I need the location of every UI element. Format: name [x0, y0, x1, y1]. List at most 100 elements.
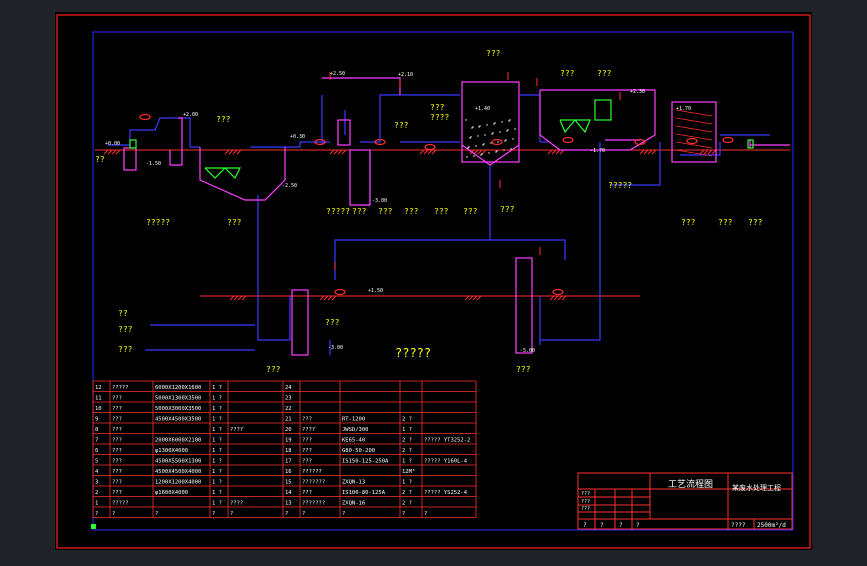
elevation-mark: -1.50: [146, 161, 161, 167]
table-cell-no2: 15: [285, 480, 292, 486]
valve: [491, 138, 503, 146]
table-cell-qty2: 12M³: [402, 468, 415, 475]
valve: [374, 138, 386, 146]
table-header-no2: ?: [285, 511, 288, 517]
hatch-mark: [557, 295, 563, 301]
table-cell-qty2: 2 ?: [402, 438, 412, 444]
table-cell-no: 12: [95, 385, 102, 391]
media-dot: [495, 151, 497, 153]
valve: [562, 136, 574, 144]
aeration-tank: [539, 89, 656, 151]
media-dot: [484, 134, 486, 136]
hatch-mark: [551, 149, 557, 155]
filter-line: [675, 149, 713, 157]
filter-line: [675, 133, 713, 141]
title-cell: ????: [731, 522, 746, 529]
mid-label: ????: [430, 113, 449, 122]
ucs-marker[interactable]: [91, 524, 96, 529]
table-cell-qty: 1 ?: [212, 469, 222, 475]
dosing-unit: [747, 139, 754, 149]
media-dot: [491, 133, 493, 135]
table-cell-name: ???: [112, 480, 122, 486]
hatch-mark: [699, 149, 705, 155]
table-header-qty: ?: [212, 511, 215, 517]
table-cell-no: 7: [95, 438, 98, 444]
unit-label: ???: [227, 218, 242, 227]
hatch-mark: [559, 149, 565, 155]
media-dot: [504, 140, 506, 142]
table-cell-spec2: ZXQN-16: [342, 501, 365, 507]
media-dot: [480, 154, 482, 156]
lift-pump-well: [349, 149, 371, 206]
table-cell-name: ???: [112, 417, 122, 423]
legend-label: ???: [118, 325, 133, 334]
hatch-mark: [107, 149, 113, 155]
media-dot: [473, 155, 475, 157]
primary-settling-tank: [199, 147, 286, 201]
sludge-scraper-1: [204, 167, 241, 180]
hatch-mark: [472, 295, 478, 301]
clarifier: [461, 81, 520, 163]
table-cell-spec: φ1600X4000: [155, 490, 188, 496]
outer-frame: [56, 14, 811, 549]
media-dot: [467, 147, 469, 149]
table-cell-no: 2: [95, 490, 98, 496]
table-cell-no: 1: [95, 501, 98, 507]
table-cell-qty2: 1 ?: [402, 480, 412, 486]
table-cell-note2: ????? YS252-4: [424, 490, 468, 496]
equipment: [129, 99, 754, 180]
hatch-mark: [707, 149, 713, 155]
table-cell-note2: ????? Y160L-4: [424, 459, 468, 465]
media-dot: [499, 131, 501, 133]
table-cell-no2: 23: [285, 396, 292, 402]
title-cell: ?: [619, 522, 623, 529]
media-dot: [483, 143, 485, 145]
elevation-mark: +1.70: [676, 106, 691, 112]
hatch-mark: [103, 149, 109, 155]
top-label: ???: [394, 121, 409, 130]
elevation-mark: +0.00: [105, 141, 120, 147]
hatch-mark: [464, 295, 470, 301]
table-cell-spec: 1200X1200X4000: [155, 480, 201, 486]
table-cell-name: ???: [112, 396, 122, 402]
tank-structures: [123, 77, 790, 356]
hatch-mark: [476, 295, 482, 301]
elevation-marks: +2.50 +2.30 +2.00 +1.40 +1.70 +0.00 -1.5…: [105, 71, 691, 354]
hatch-mark: [643, 149, 649, 155]
table-cell-qty: 1 ?: [212, 396, 222, 402]
media-dot: [486, 124, 488, 126]
top-label: ???: [325, 318, 340, 327]
media-dot: [478, 126, 480, 128]
screen: [129, 139, 137, 149]
table-cell-spec2: IS100-80-125A: [342, 490, 386, 496]
media-dot: [465, 119, 467, 121]
valve: [722, 136, 734, 144]
hatch-mark: [331, 295, 337, 301]
media-dot: [512, 138, 514, 140]
elevation-mark: +0.30: [290, 134, 305, 140]
unit-label: ???: [748, 218, 763, 227]
media-dot: [493, 123, 495, 125]
elevation-mark: -1.70: [590, 148, 605, 154]
bottom-label: ???: [516, 365, 531, 374]
table-cell-no2: 17: [285, 459, 292, 465]
table-cell-no2: 14: [285, 490, 292, 496]
drawing-title: 工艺流程图: [668, 478, 713, 490]
table-cell-qty: 1 ?: [212, 427, 222, 433]
table-header-name2: ?: [302, 511, 305, 517]
screen-well: [337, 119, 351, 146]
lift-well: [322, 77, 401, 95]
table-cell-no: 11: [95, 396, 102, 402]
media-dot: [482, 144, 484, 146]
hatch-mark: [233, 295, 239, 301]
valve: [334, 288, 346, 296]
elevation-mark: -3.00: [328, 345, 343, 351]
table-cell-note: ????: [230, 501, 243, 507]
hatch-mark: [431, 149, 437, 155]
table-cell-no: 6: [95, 448, 98, 454]
valve: [139, 113, 151, 121]
top-label: ???: [597, 69, 612, 78]
media-dot: [481, 153, 483, 155]
mid-label: ?????: [608, 181, 632, 190]
